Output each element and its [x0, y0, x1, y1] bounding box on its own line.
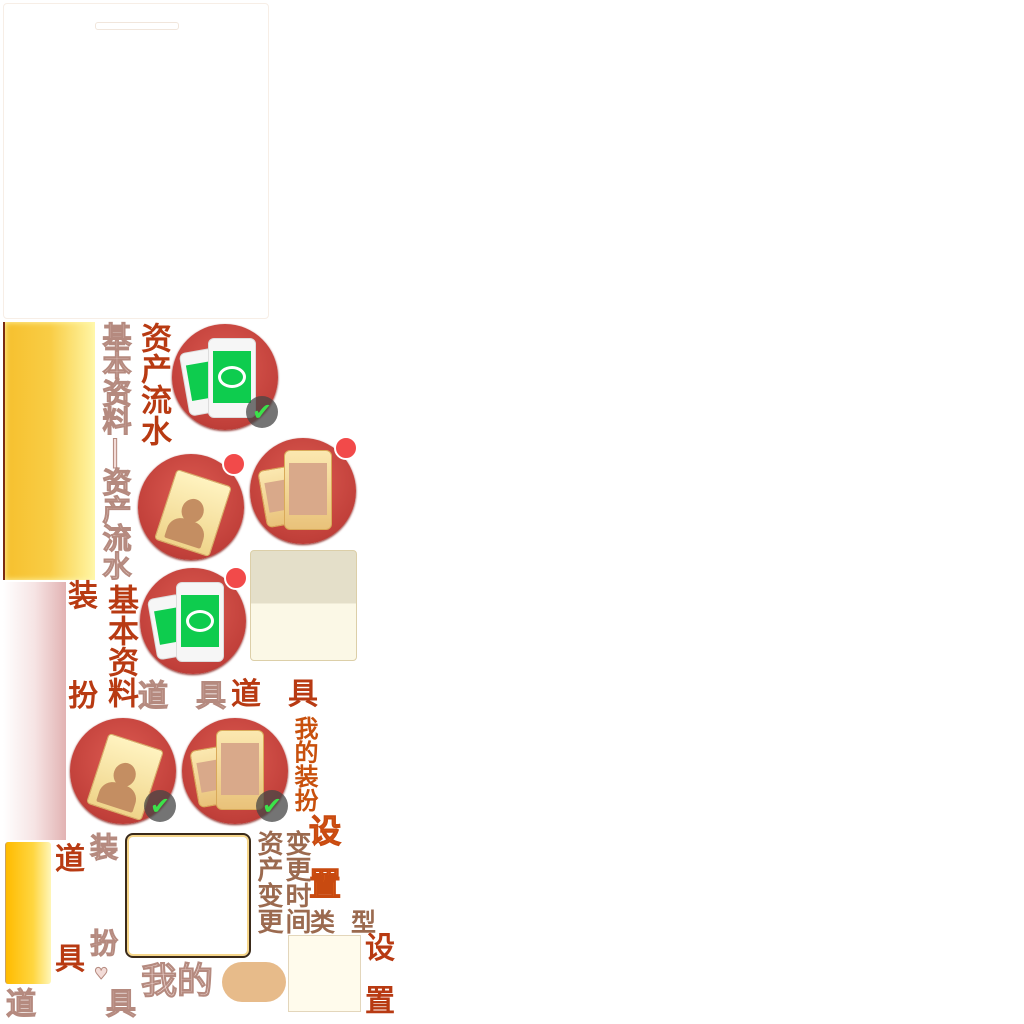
prop3-char-2: 具	[106, 987, 137, 1022]
my-dress-label: 我的装扮	[290, 716, 318, 812]
phone-icon-new[interactable]	[140, 566, 248, 674]
pink-tab-background	[3, 582, 66, 840]
prop-pale-char-1: 道	[138, 679, 169, 714]
contact-card-icon[interactable]	[138, 452, 246, 560]
prop-red-char-1: 道	[231, 677, 261, 712]
panel-handle	[95, 22, 179, 30]
prop2-char-1: 道	[55, 842, 85, 877]
blank-panel	[3, 3, 269, 319]
settings-char-2: 置	[308, 865, 342, 903]
dress-char-1: 装	[68, 579, 98, 614]
white-frame	[125, 833, 251, 958]
settings-char-1: 设	[308, 812, 342, 850]
type-char-1: 类	[310, 908, 336, 937]
yellow-bar-small	[5, 842, 51, 984]
notification-dot	[222, 452, 246, 476]
notification-dot	[224, 566, 248, 590]
type-char-2: 型	[351, 908, 377, 937]
tabs-vertical-label: 基本资料|资产流水	[98, 322, 133, 580]
asset-flow-label: 资产流水	[135, 322, 171, 446]
dress-char-2: 扮	[68, 679, 98, 714]
prop2-char-2: 具	[55, 942, 85, 977]
settings2-char-1: 设	[365, 931, 395, 966]
check-icon: ✔	[246, 396, 278, 428]
phone-icon-checked[interactable]: ✔	[172, 324, 278, 430]
asset-change-label: 资产变更	[253, 830, 283, 934]
my-label: 我的	[140, 961, 214, 1002]
prop-pale-char-2: 具	[196, 679, 227, 714]
dress2-char-1: 装	[89, 831, 119, 864]
check-icon: ✔	[144, 790, 176, 822]
yellow-tab-background	[3, 322, 95, 580]
change-time-label: 变更时间	[281, 830, 311, 934]
check-icon: ✔	[256, 790, 288, 822]
prop-red-char-2: 具	[288, 677, 318, 712]
tan-pill-button[interactable]	[222, 962, 286, 1002]
link-phone-icon[interactable]	[250, 436, 358, 544]
notification-dot	[334, 436, 358, 460]
prop3-char-1: 道	[6, 987, 37, 1022]
settings2-char-2: 置	[365, 984, 395, 1019]
cream-panel	[288, 935, 361, 1012]
beige-panel	[250, 550, 357, 661]
link-phone-icon-checked[interactable]: ✔	[182, 718, 288, 824]
basic-info-label: 基本资料	[102, 584, 138, 708]
dress2-char-2: 扮	[89, 927, 119, 960]
heart-icon: ♥	[93, 964, 109, 984]
contact-card-icon-checked[interactable]: ✔	[70, 718, 176, 824]
